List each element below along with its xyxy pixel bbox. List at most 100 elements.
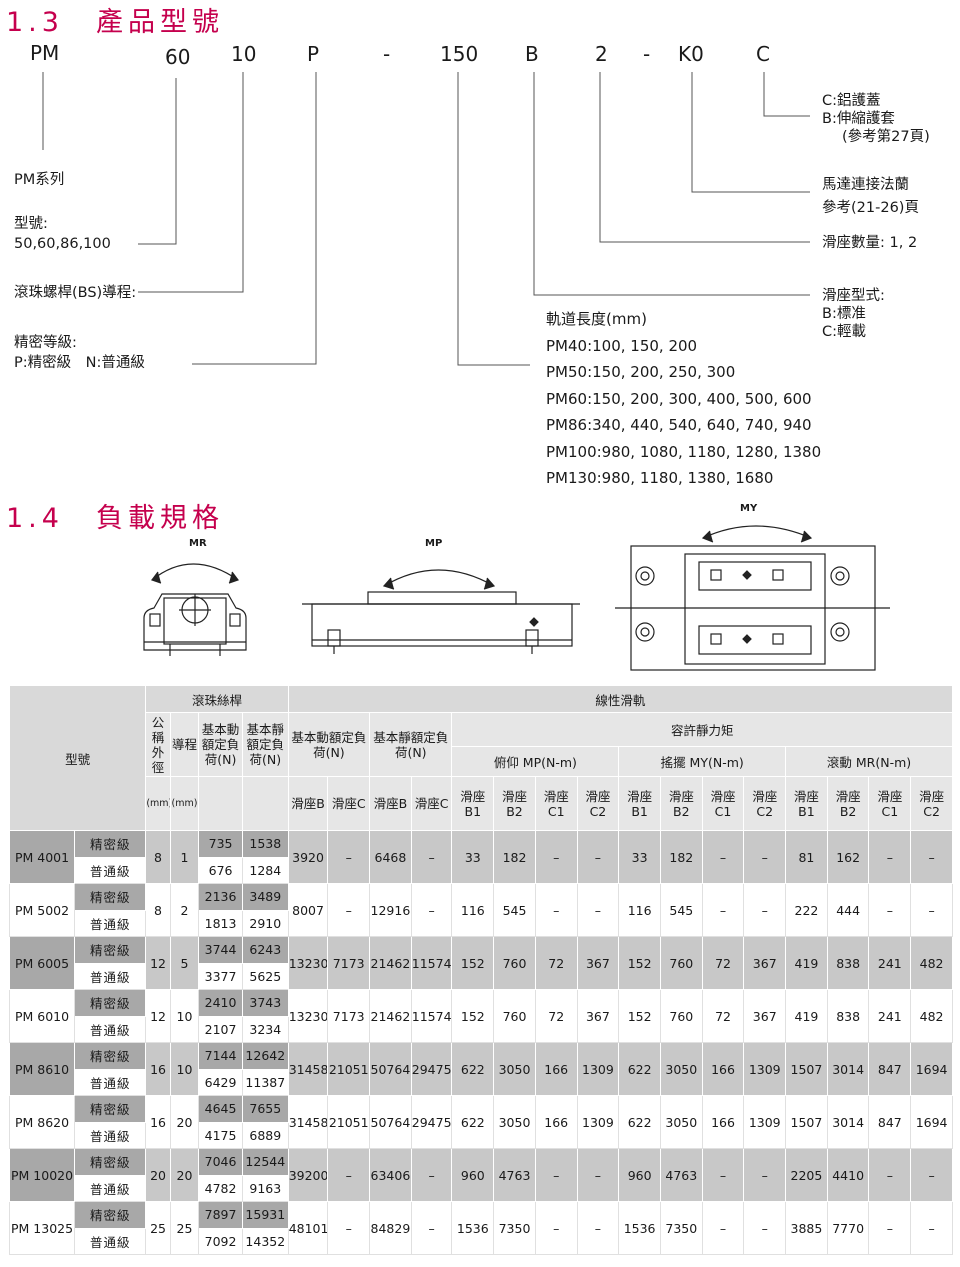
header-mm: (mm) — [145, 776, 171, 831]
row-moment-mp: 367 — [576, 989, 620, 1043]
row-linear-static-b: 21462 — [369, 989, 412, 1043]
row-moment-my: 72 — [701, 989, 745, 1043]
row-grade-normal: 普通級 — [74, 1015, 147, 1043]
header-allowable-moment: 容許靜力矩 — [451, 712, 953, 747]
row-linear-dynamic-c: 7173 — [327, 989, 371, 1043]
row-linear-static-c: 29475 — [410, 1095, 453, 1149]
row-dynamic-load-precision: 735 — [198, 830, 243, 858]
row-moment-mp: 72 — [534, 989, 578, 1043]
header-slide-c2: 滑座C2 — [576, 776, 620, 831]
row-moment-mr: – — [868, 830, 912, 884]
code-slide-qty: 2 — [595, 42, 608, 66]
label-series: PM系列 — [14, 172, 65, 188]
row-moment-mp: – — [576, 883, 620, 937]
label-cover-b: B:伸縮護套 — [822, 111, 895, 127]
row-static-load-precision: 3489 — [241, 883, 289, 911]
row-dynamic-load-precision: 7144 — [198, 1042, 243, 1070]
row-moment-my: 367 — [743, 989, 787, 1043]
row-nominal-dia: 16 — [145, 1042, 171, 1096]
row-moment-mp: 4763 — [493, 1148, 536, 1202]
row-grade-normal: 普通級 — [74, 856, 147, 884]
row-linear-dynamic-b: 31458 — [287, 1042, 329, 1096]
row-linear-dynamic-b: 13230 — [287, 989, 329, 1043]
row-dynamic-load-precision: 3744 — [198, 936, 243, 964]
row-moment-mp: 1536 — [451, 1201, 495, 1255]
label-precision: 精密等級: P:精密級 N:普通級 — [14, 333, 145, 373]
row-linear-static-c: – — [410, 883, 453, 937]
label-cover: C:鋁護蓋 B:伸縮護套 (參考第27頁) — [822, 92, 930, 146]
row-static-load-normal: 3234 — [241, 1015, 289, 1043]
label-motor-ref: 參考(21-26)頁 — [822, 200, 919, 216]
row-moment-my: 3050 — [659, 1095, 703, 1149]
row-moment-mr: 419 — [785, 936, 828, 990]
label-model-title: 型號: — [14, 216, 48, 232]
row-lead: 2 — [169, 883, 200, 937]
row-moment-mp: 1309 — [576, 1042, 620, 1096]
row-moment-my: 33 — [618, 830, 661, 884]
row-grade-normal: 普通級 — [74, 1121, 147, 1149]
header-slide-b: 滑座B — [369, 776, 412, 831]
section-title-product-code: 1.3 產品型號 — [6, 7, 224, 38]
rail-length-row: PM86:340, 440, 540, 640, 740, 940 — [546, 416, 812, 434]
row-moment-mr: 1694 — [910, 1095, 953, 1149]
row-linear-dynamic-c: – — [327, 883, 371, 937]
header-slide-b: 滑座B — [287, 776, 329, 831]
row-moment-mp: 760 — [493, 989, 536, 1043]
row-moment-mp: 152 — [451, 989, 495, 1043]
row-grade-normal: 普通級 — [74, 1174, 147, 1202]
row-model: PM 10020 — [8, 1148, 76, 1202]
row-static-load-normal: 6889 — [241, 1121, 289, 1149]
row-nominal-dia: 16 — [145, 1095, 171, 1149]
row-nominal-dia: 8 — [145, 830, 171, 884]
row-linear-dynamic-c: 21051 — [327, 1095, 371, 1149]
code-length: 150 — [440, 42, 479, 66]
label-cover-ref: (參考第27頁) — [842, 129, 930, 145]
header-slide-c: 滑座C — [410, 776, 453, 831]
row-linear-static-b: 84829 — [369, 1201, 412, 1255]
row-moment-mr: – — [868, 1201, 912, 1255]
row-linear-static-b: 6468 — [369, 830, 412, 884]
row-moment-mp: 116 — [451, 883, 495, 937]
load-spec-table: 型號 滾珠絲桿 線性滑軌 公稱外徑 導程 基本動額定負荷(N) 基本靜額定負荷(… — [8, 685, 954, 1255]
row-linear-dynamic-c: 7173 — [327, 936, 371, 990]
row-linear-dynamic-b: 31458 — [287, 1095, 329, 1149]
header-slide-b1: 滑座B1 — [785, 776, 828, 831]
row-dynamic-load-normal: 676 — [198, 856, 243, 884]
row-linear-dynamic-b: 3920 — [287, 830, 329, 884]
row-moment-mp: 622 — [451, 1042, 495, 1096]
header-linear-static-load: 基本靜額定負荷(N) — [369, 712, 453, 777]
row-moment-my: 3050 — [659, 1042, 703, 1096]
row-nominal-dia: 12 — [145, 989, 171, 1043]
row-moment-my: – — [701, 830, 745, 884]
row-linear-dynamic-c: – — [327, 1148, 371, 1202]
row-lead: 20 — [169, 1095, 200, 1149]
row-static-load-precision: 12642 — [241, 1042, 289, 1070]
row-dynamic-load-normal: 7092 — [198, 1227, 243, 1255]
header-slide-c1: 滑座C1 — [701, 776, 745, 831]
row-dynamic-load-precision: 7897 — [198, 1201, 243, 1229]
row-moment-mp: – — [534, 883, 578, 937]
diagram-rolling-moment — [143, 563, 247, 656]
header-mm: (mm) — [169, 776, 200, 831]
row-moment-my: 7350 — [659, 1201, 703, 1255]
row-linear-static-b: 12916 — [369, 883, 412, 937]
row-moment-mr: – — [868, 883, 912, 937]
row-grade-normal: 普通級 — [74, 962, 147, 990]
row-moment-my: 545 — [659, 883, 703, 937]
row-moment-mp: 367 — [576, 936, 620, 990]
row-model: PM 5002 — [8, 883, 76, 937]
label-my: MY — [740, 503, 758, 514]
row-dynamic-load-normal: 1813 — [198, 909, 243, 937]
row-linear-static-c: 29475 — [410, 1042, 453, 1096]
row-moment-mp: – — [576, 1201, 620, 1255]
row-moment-my: 622 — [618, 1095, 661, 1149]
row-lead: 20 — [169, 1148, 200, 1202]
code-pm: PM — [30, 41, 60, 65]
code-cover: C — [756, 42, 770, 66]
header-linear-guide: 線性滑軌 — [287, 685, 954, 713]
row-moment-mr: 1694 — [910, 1042, 953, 1096]
row-linear-dynamic-c: – — [327, 830, 371, 884]
label-mp: MP — [425, 538, 443, 549]
row-moment-mp: 1309 — [576, 1095, 620, 1149]
row-moment-mp: 166 — [534, 1095, 578, 1149]
